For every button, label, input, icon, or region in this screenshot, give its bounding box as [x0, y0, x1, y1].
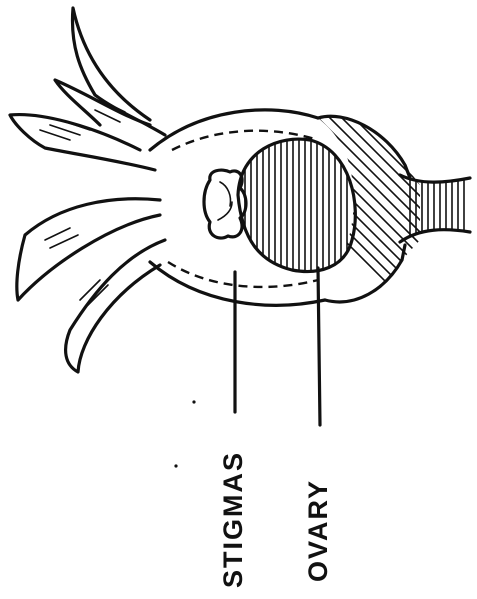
- ovary: [238, 130, 355, 280]
- petals: [10, 8, 165, 372]
- ovary-leader-line: [318, 268, 320, 425]
- stigmas-label: STIGMAS: [220, 451, 247, 588]
- dot-mark: [192, 400, 195, 403]
- ovary-label: OVARY: [305, 479, 332, 582]
- dot-mark: [174, 464, 177, 467]
